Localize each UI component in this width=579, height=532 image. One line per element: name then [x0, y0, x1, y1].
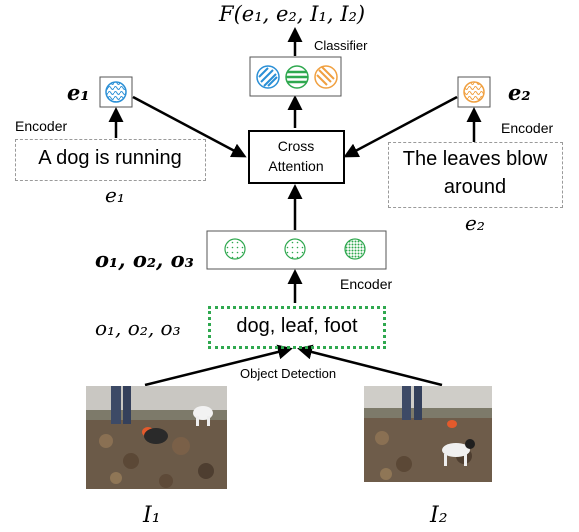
output-formula: F(e₁, e₂, I₁, I₂) [219, 2, 366, 26]
right-sentence-line2: around [443, 176, 507, 198]
arrow-e2-to-cross-attention [343, 95, 458, 158]
e2-embedding-icon [463, 81, 485, 103]
left-sentence-box: A dog is running [15, 139, 206, 181]
right-encoder-label: Encoder [501, 120, 554, 136]
object-embedding-2-icon [284, 238, 306, 260]
classifier-orange-icon [314, 65, 338, 89]
image-1 [86, 386, 227, 489]
image-2-label: I₂ [430, 503, 448, 528]
arrow-image2-to-detected [297, 344, 443, 387]
object-detection-label: Object Detection [240, 366, 337, 381]
classifier-blue-icon [256, 65, 280, 89]
right-sentence-box: The leaves blow around [388, 142, 563, 208]
right-text-variable: e₂ [465, 211, 485, 235]
arrow-e1-to-cross-attention [132, 95, 247, 158]
left-encoder-label: Encoder [15, 118, 68, 134]
cross-attention-box: Cross Attention [248, 130, 345, 184]
object-embedding-3-icon [344, 238, 366, 260]
object-embedding-symbols: o₁, o₂, o₃ [95, 247, 194, 272]
left-text-variable: e₁ [105, 183, 125, 207]
detected-objects-text: dog, leaf, foot [236, 315, 358, 337]
cross-attention-line2: Attention [268, 158, 324, 174]
e1-embedding-symbol: e₁ [67, 80, 90, 105]
e2-embedding-symbol: e₂ [508, 80, 531, 105]
image-2 [364, 386, 492, 482]
cross-attention-line1: Cross [277, 138, 315, 154]
image-1-label: I₁ [143, 503, 161, 528]
classifier-label: Classifier [314, 38, 368, 53]
object-raw-symbols: o₁, o₂, o₃ [95, 316, 181, 340]
left-sentence: A dog is running [38, 147, 182, 169]
detected-objects-box: dog, leaf, foot [208, 306, 386, 349]
right-sentence-line1: The leaves blow [402, 148, 548, 170]
e1-embedding-icon [105, 81, 127, 103]
object-embedding-1-icon [224, 238, 246, 260]
arrow-image1-to-detected [144, 344, 293, 387]
object-encoder-label: Encoder [340, 276, 393, 292]
classifier-green-icon [285, 65, 309, 89]
